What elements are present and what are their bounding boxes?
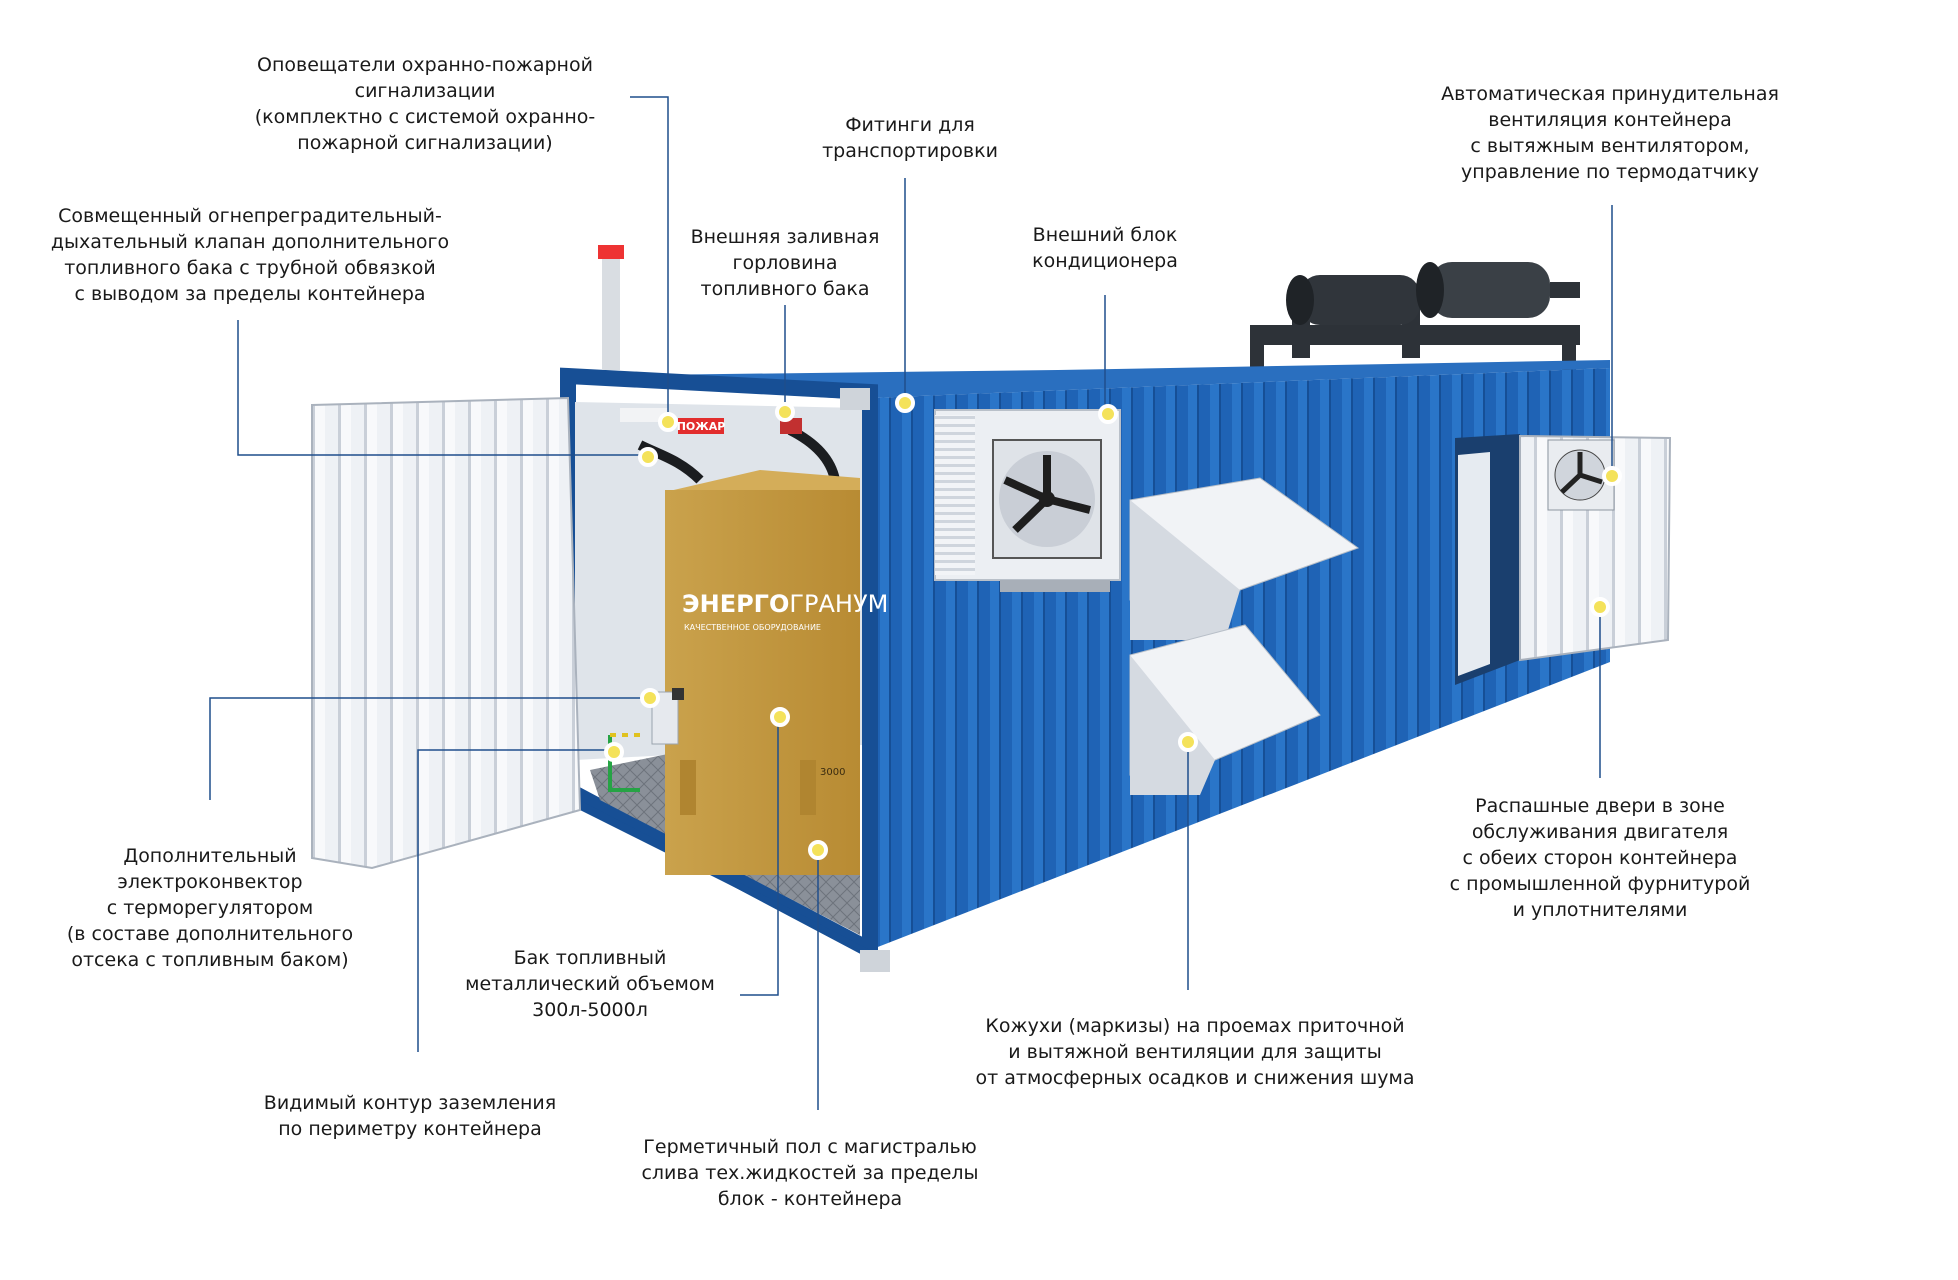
marker-ac (1098, 404, 1118, 424)
marker-grounding (604, 742, 624, 762)
ventilation-hood-lower (1129, 624, 1321, 795)
label-fuel-tank: Бак топливный металлический объемом 300л… (465, 947, 715, 1021)
fuel-tank: ЭНЕРГОГРАНУМ КАЧЕСТВЕННОЕ ОБОРУДОВАНИЕ 3… (665, 470, 888, 875)
ventilation-hood-upper (1129, 477, 1360, 640)
marker-ventilation (1602, 466, 1622, 486)
marker-floor (808, 840, 828, 860)
label-ventilation: Автоматическая принудительная вентиляция… (1441, 83, 1779, 183)
label-alarm-notifiers: Оповещатели охранно-пожарной сигнализаци… (254, 54, 596, 154)
marker-breather (638, 447, 658, 467)
fire-sign-text: ПОЖАР (677, 420, 726, 433)
label-swing-doors: Распашные двери в зоне обслуживания двиг… (1449, 795, 1751, 921)
marker-tank (770, 707, 790, 727)
label-filler-neck: Внешняя заливная горловина топливного ба… (690, 226, 880, 300)
brand-suffix: ГРАНУМ (789, 590, 888, 618)
label-grounding: Видимый контур заземления по периметру к… (263, 1092, 557, 1140)
callout-markers (604, 393, 1622, 860)
exhaust-mufflers (1250, 262, 1580, 373)
brand-prefix: ЭНЕРГО (682, 590, 789, 618)
fire-alarm-sign (678, 418, 724, 434)
ac-outdoor-unit (934, 409, 1121, 592)
label-breather-valve: Совмещенный огнепреградительный- дыхател… (50, 205, 450, 305)
marker-alarm (658, 412, 678, 432)
brand-tagline: КАЧЕСТВЕННОЕ ОБОРУДОВАНИЕ (684, 623, 821, 632)
marker-convector (640, 688, 660, 708)
marker-filler (775, 402, 795, 422)
label-hoods: Кожухи (маркизы) на проемах приточной и … (975, 1015, 1415, 1089)
label-ac-unit: Внешний блок кондиционера (1032, 224, 1178, 272)
svg-text:ЭНЕРГОГРАНУМ: ЭНЕРГОГРАНУМ (682, 590, 888, 618)
marker-doors (1590, 597, 1610, 617)
label-convector: Дополнительный электроконвектор с термор… (66, 845, 354, 971)
marker-hoods (1178, 732, 1198, 752)
exhaust-fan (1547, 439, 1615, 511)
label-transport-fittings: Фитинги для транспортировки (822, 114, 998, 162)
leader-lines (209, 96, 1613, 1110)
label-sealed-floor: Герметичный пол с магистралью слива тех.… (641, 1136, 979, 1210)
marker-fittings (895, 393, 915, 413)
left-swing-door (311, 396, 582, 870)
tank-volume-mark: 3000 (820, 767, 845, 778)
